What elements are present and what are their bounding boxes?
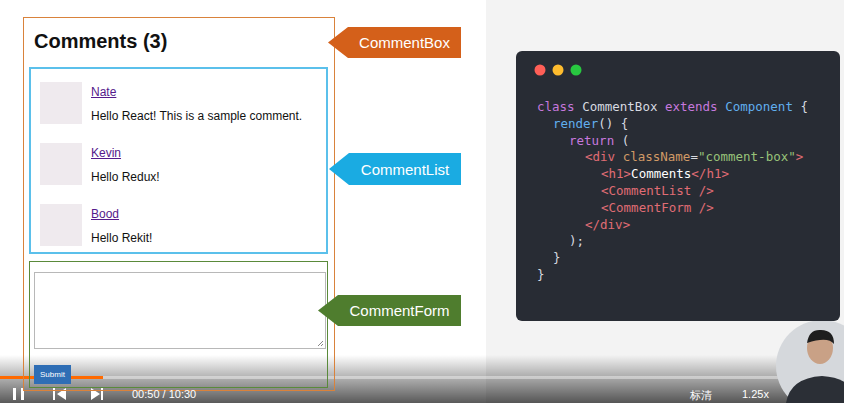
code-token: CommentBox: [582, 99, 657, 114]
progress-track: [0, 376, 844, 379]
code-token: >: [796, 149, 804, 164]
code-token: render: [553, 116, 598, 131]
callout-tag: CommentForm: [318, 295, 461, 326]
code-line: render() {: [553, 116, 628, 132]
code-line: <div className="comment-box">: [585, 149, 803, 165]
textarea: [35, 273, 326, 349]
callout-tag: CommentBox: [328, 27, 461, 58]
video-overlay: [0, 355, 844, 403]
code-token: "comment-box": [698, 149, 796, 164]
code-token: }: [537, 267, 545, 282]
component-box: Submit: [29, 261, 328, 388]
code-token: [575, 99, 583, 114]
code-line: <CommentForm />: [601, 200, 714, 216]
window-dot: [571, 65, 582, 76]
code-line: <CommentList />: [601, 183, 714, 199]
code-token: {: [621, 116, 629, 131]
code-token: [657, 99, 665, 114]
code-token: ): [606, 116, 614, 131]
code-token: [614, 133, 622, 148]
tag-text: CommentForm: [349, 302, 449, 319]
code-token: (: [598, 116, 606, 131]
player-label: 标清: [690, 388, 712, 403]
code-token: [718, 99, 726, 114]
code-token: <CommentList: [601, 183, 691, 198]
code-token: class: [537, 99, 575, 114]
presenter-body: [786, 376, 844, 403]
code-token: <h1: [601, 166, 624, 181]
avatar: [40, 204, 82, 246]
window-dot: [553, 65, 564, 76]
code-token: {: [800, 99, 808, 114]
pause-icon: [13, 388, 16, 400]
code-token: return: [569, 133, 614, 148]
author-link: Nate: [91, 85, 116, 99]
submit-button: Submit: [34, 365, 71, 384]
window-dot: [535, 65, 546, 76]
avatar: [40, 82, 82, 124]
code-line: }: [537, 267, 545, 283]
code-line: );: [569, 233, 584, 249]
tag-outline: [328, 27, 461, 58]
code-token: [691, 200, 699, 215]
player-label: 1.25x: [742, 388, 769, 400]
code-token: />: [699, 183, 714, 198]
window-buttons: [530, 60, 600, 80]
tag-text: CommentBox: [359, 34, 450, 51]
tag-outline: [318, 295, 461, 326]
component-box: Comments (3) NateHello React! This is a s…: [23, 17, 335, 391]
comment-text: Hello Redux!: [91, 170, 160, 184]
code-line: return (: [569, 133, 629, 149]
code-token: extends: [665, 99, 718, 114]
avatar: [40, 143, 82, 185]
code-token: ): [569, 233, 577, 248]
code-line: }: [553, 250, 561, 266]
author-link: Kevin: [91, 146, 121, 160]
component-box: NateHello React! This is a sample commen…: [29, 67, 328, 254]
code-token: </h1: [691, 166, 721, 181]
code-window: class CommentBox extends Component {rend…: [516, 51, 840, 321]
code-token: ;: [577, 233, 585, 248]
author-link: Bood: [91, 207, 119, 221]
code-token: Component: [725, 99, 793, 114]
slide-panel: [0, 0, 486, 403]
heading: Comments (3): [34, 30, 167, 53]
code-token: [691, 183, 699, 198]
code-token: >: [721, 166, 729, 181]
callout-tag: CommentList: [329, 153, 461, 185]
code-token: (: [622, 133, 630, 148]
code-token: }: [553, 250, 561, 265]
code-line: class CommentBox extends Component {: [537, 99, 808, 115]
code-token: <CommentForm: [601, 200, 691, 215]
tag-text: CommentList: [361, 161, 449, 178]
code-token: [615, 149, 623, 164]
code-token: Comments: [631, 166, 691, 181]
code-line: </div>: [585, 217, 630, 233]
code-token: </div: [585, 217, 623, 232]
comment-text: Hello React! This is a sample comment.: [91, 109, 302, 123]
webcam: [776, 320, 844, 403]
code-token: <div: [585, 149, 615, 164]
code-token: />: [699, 200, 714, 215]
prev-icon: [53, 388, 66, 400]
player-label: 00:50 / 10:30: [132, 388, 196, 400]
code-token: =: [690, 149, 698, 164]
tag-outline: [329, 153, 461, 185]
code-token: [793, 99, 801, 114]
next-icon: [91, 388, 103, 400]
code-line: <h1>Comments</h1>: [601, 166, 729, 182]
presenter-hair: [807, 330, 834, 344]
code-token: [613, 116, 621, 131]
code-token: >: [624, 166, 632, 181]
code-token: className: [623, 149, 691, 164]
code-token: >: [623, 217, 631, 232]
resize-handle: [318, 341, 323, 346]
comment-text: Hello Rekit!: [91, 231, 152, 245]
